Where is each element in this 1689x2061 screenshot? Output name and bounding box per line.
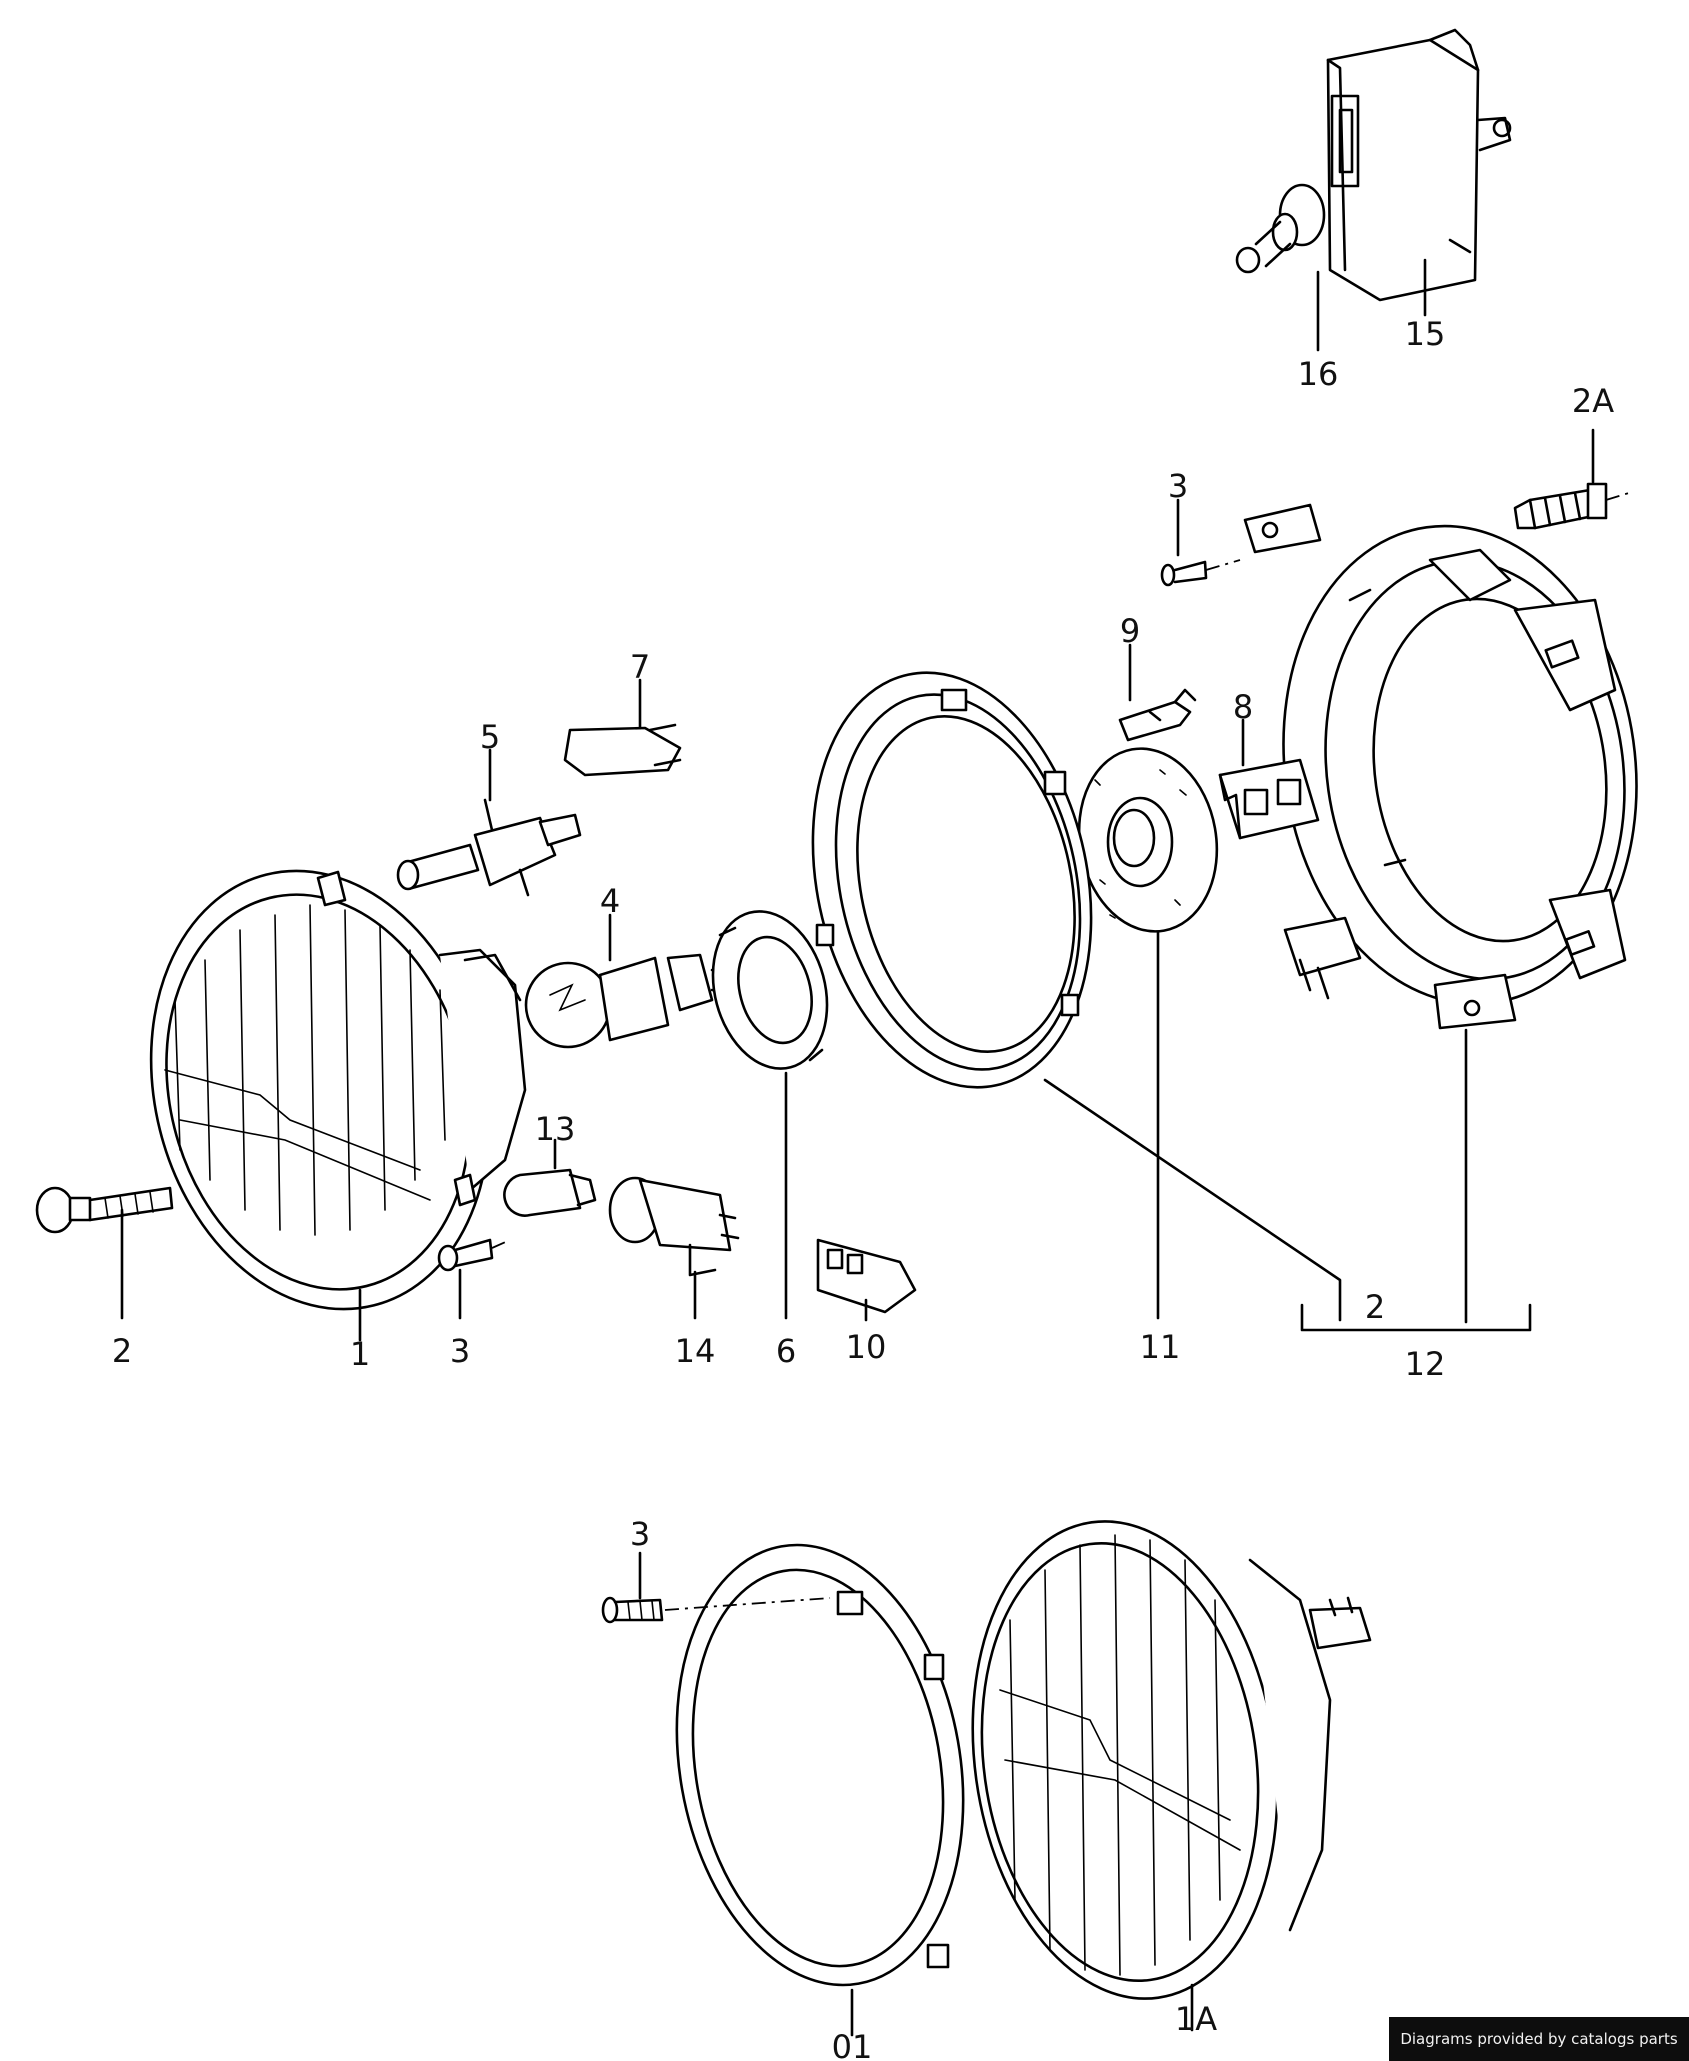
callout-2-left: 2 [112,1332,132,1370]
headlight-unit-1A [971,1520,1372,2000]
connector-10 [816,1238,917,1314]
callout-12: 12 [1405,1345,1446,1383]
headlight-housing [1243,503,1638,1030]
bulb-4 [524,953,727,1049]
callout-15: 15 [1405,315,1446,353]
callout-6: 6 [776,1332,796,1370]
callout-14: 14 [675,1332,716,1370]
callout-2A: 2A [1572,382,1614,420]
callout-3-middle: 3 [450,1332,470,1370]
callout-11: 11 [1140,1328,1181,1366]
bulb-socket [608,1176,740,1277]
bulb-13 [503,1168,597,1217]
callout-01: 01 [832,2028,873,2061]
callout-1: 1 [350,1335,370,1373]
rotary-knob [1235,183,1326,274]
spring-clip [563,723,682,777]
callout-8: 8 [1233,688,1253,726]
callout-4: 4 [600,882,620,920]
bracket-12 [1300,1303,1532,1332]
callout-13: 13 [535,1110,576,1148]
callout-2-right: 2 [1365,1288,1385,1326]
credit-badge: Diagrams provided by catalogs parts [1389,2017,1689,2061]
adjuster-screw-part [1513,482,1633,530]
callout-5: 5 [480,718,500,756]
leader-2c [1043,1078,1342,1322]
connector-8 [1218,758,1320,840]
bulb-h4 [396,798,582,897]
callout-3-bottom: 3 [630,1515,650,1553]
bulb-retainer [711,910,829,1070]
callout-9: 9 [1120,612,1140,650]
rubber-boot [1077,747,1219,933]
screw-bottom [601,1596,831,1624]
headlight-unit-1 [149,869,527,1311]
terminal-clip [1118,688,1197,742]
light-switch-part [1235,28,1512,302]
callout-1A: 1A [1175,2000,1217,2038]
callout-3-top: 3 [1168,467,1188,505]
retaining-ring [811,671,1093,1089]
trim-ring-01 [675,1543,965,1987]
adjusting-screw-left [35,1186,174,1234]
screw-middle [437,1238,511,1272]
callout-16: 16 [1298,355,1339,393]
callout-10: 10 [846,1328,887,1366]
screw-top [1160,559,1241,587]
callout-7: 7 [630,648,650,686]
